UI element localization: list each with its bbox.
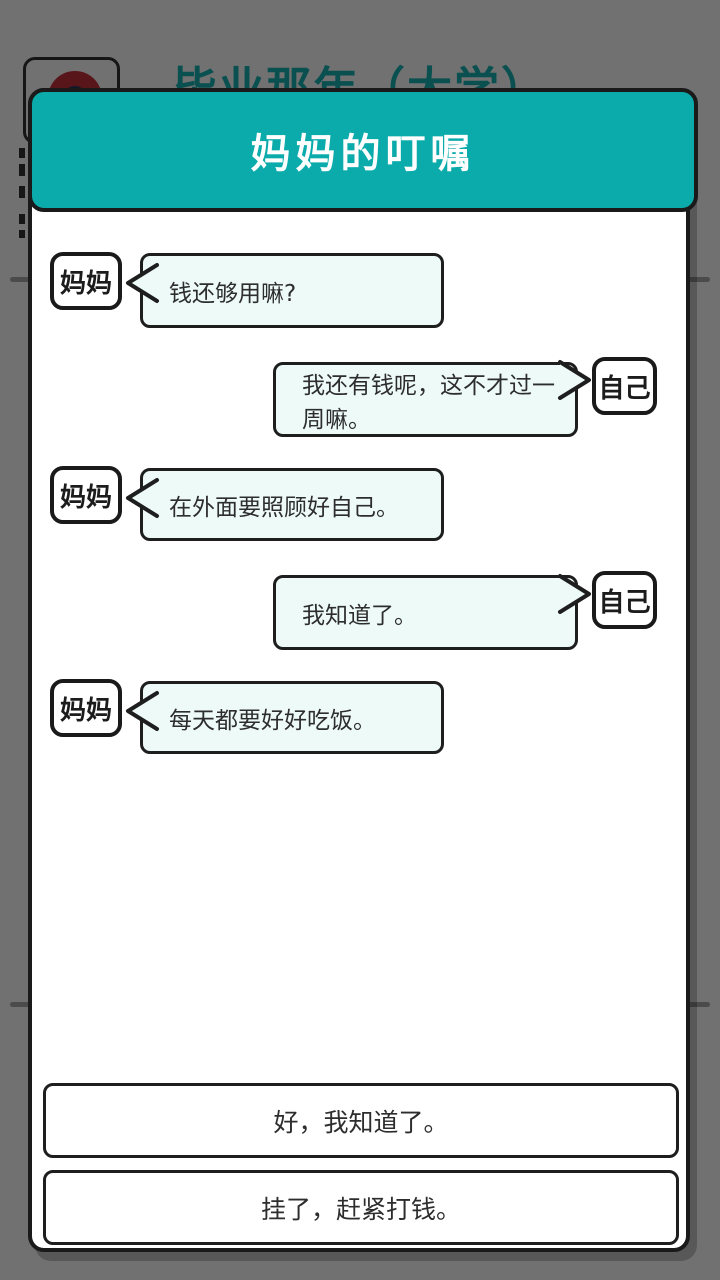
chat-bubble-left: 钱还够用嘛? <box>140 253 444 328</box>
bubble-tail-right <box>558 360 591 400</box>
dialog-modal: 妈妈的叮嘱 妈妈 钱还够用嘛? 我还有钱呢，这不才过一周嘛。 自己 妈妈 在外面… <box>28 88 698 1252</box>
speaker-tag-mom: 妈妈 <box>50 252 122 310</box>
bubble-tail-left <box>126 478 159 518</box>
speaker-tag-self: 自己 <box>592 571 657 629</box>
chat-bubble-left: 每天都要好好吃饭。 <box>140 681 444 754</box>
choice-button-hangup[interactable]: 挂了，赶紧打钱。 <box>43 1170 679 1245</box>
dialog-header: 妈妈的叮嘱 <box>28 88 698 212</box>
chat-bubble-right: 我知道了。 <box>273 575 578 650</box>
bubble-tail-left <box>126 691 159 731</box>
chat-bubble-right: 我还有钱呢，这不才过一周嘛。 <box>273 362 578 437</box>
bubble-tail-right <box>558 574 591 614</box>
chat-bubble-left: 在外面要照顾好自己。 <box>140 468 444 541</box>
speaker-tag-self: 自己 <box>592 357 657 415</box>
speaker-tag-mom: 妈妈 <box>50 679 122 737</box>
dialog-title: 妈妈的叮嘱 <box>250 131 476 177</box>
bubble-tail-left <box>126 263 159 303</box>
speaker-tag-mom: 妈妈 <box>50 466 122 524</box>
choice-button-confirm[interactable]: 好，我知道了。 <box>43 1083 679 1158</box>
